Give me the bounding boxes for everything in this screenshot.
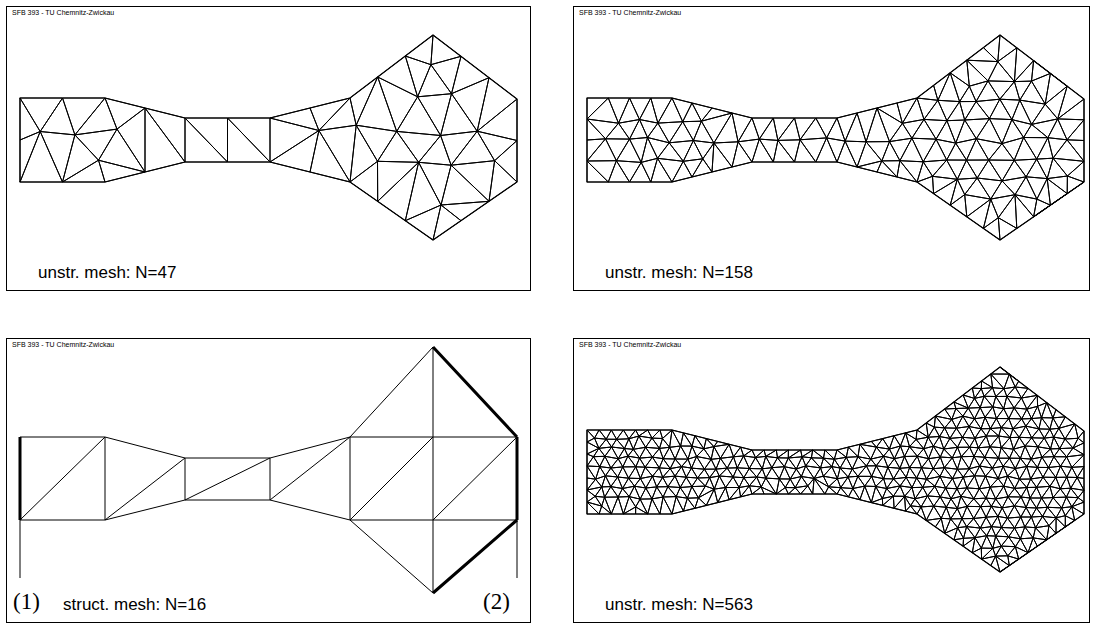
mesh-caption: struct. mesh: N=16 [63,596,206,615]
structured-mesh [20,347,517,593]
domain-boundary [587,35,1084,240]
mesh-panel: SFB 393 - TU Chemnitz-Zwickau unstr. mesh… [573,338,1090,623]
boundary-number: (1) [13,589,40,614]
mesh-caption: unstr. mesh: N=158 [605,264,753,283]
mesh-drawing [20,35,517,240]
mesh-panel: SFB 393 - TU Chemnitz-Zwickau (1) struct. … [6,338,531,623]
mesh-caption: unstr. mesh: N=47 [38,264,176,283]
header-label: SFB 393 - TU Chemnitz-Zwickau [579,341,681,349]
triangle-mesh [20,35,517,240]
domain-boundary [20,35,517,240]
mesh-drawing [587,35,1084,240]
mesh-drawing [20,347,517,593]
mesh-panel: SFB 393 - TU Chemnitz-Zwickau unstr. mesh… [573,6,1090,291]
triangle-mesh [587,367,1084,572]
mesh-drawing [587,367,1084,572]
domain-boundary [587,367,1084,572]
leader-line [20,520,517,578]
boundary-number: (2) [483,589,510,614]
mesh-caption: unstr. mesh: N=563 [605,596,753,615]
boundary-part [20,347,517,593]
triangle-mesh [587,35,1084,240]
header-label: SFB 393 - TU Chemnitz-Zwickau [12,9,114,17]
header-label: SFB 393 - TU Chemnitz-Zwickau [12,341,114,349]
header-label: SFB 393 - TU Chemnitz-Zwickau [579,9,681,17]
mesh-panel: SFB 393 - TU Chemnitz-Zwickau unstr. mesh… [6,6,531,291]
